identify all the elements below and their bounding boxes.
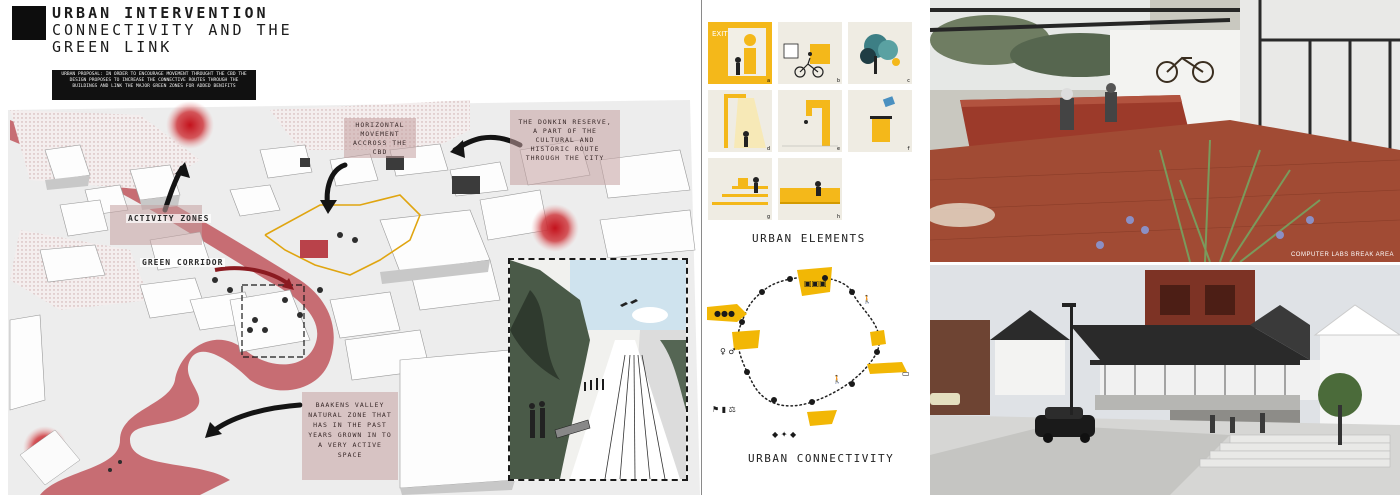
streetlight-icon	[724, 94, 766, 148]
building-exterior-render	[930, 265, 1400, 495]
baakens-valley-note: BAAKENS VALLEY NATURAL ZONE THAT HAS IN …	[302, 392, 398, 480]
walkway-sketch-illustration	[510, 260, 686, 479]
urban-element-tile: h	[778, 158, 842, 220]
tile-letter: f	[906, 146, 910, 152]
urban-connectivity-diagram: ●●● ▣▣▣ ♀ ♂ ▭ ◆ ✦ ◆ ⚑ ▮ ⚖ 🚶 🚶	[707, 267, 910, 439]
urban-element-tile: d	[708, 90, 772, 152]
svg-text:◆ ✦ ◆: ◆ ✦ ◆	[772, 430, 797, 439]
urban-element-tile: g	[708, 158, 772, 220]
building-exterior-render-image	[930, 265, 1400, 495]
horizontal-movement-note: HORIZONTAL MOVEMENT ACCROSS THE CBD	[344, 118, 416, 158]
tile-letter: e	[836, 146, 840, 152]
urban-element-tile: b	[778, 22, 842, 84]
activity-zones-note-bg	[110, 205, 202, 245]
activity-hotspot	[531, 204, 579, 252]
bicycle-icon	[783, 43, 830, 78]
urban-map-illustration	[8, 100, 700, 495]
urban-element-tile: e	[778, 90, 842, 152]
tile-letter: a	[766, 78, 770, 84]
render-caption: COMPUTER LABS BREAK AREA	[1290, 252, 1394, 258]
tile-letter: g	[766, 214, 770, 220]
svg-text:♀ ♂: ♀ ♂	[720, 347, 736, 356]
urban-element-tile: f	[848, 90, 912, 152]
tile-letter: c	[906, 78, 910, 84]
bench-icon	[780, 181, 840, 204]
title-line-2: CONNECTIVITY AND THE	[52, 21, 293, 39]
svg-text:▣▣▣: ▣▣▣	[804, 279, 827, 288]
activity-hotspot	[166, 101, 214, 149]
break-area-render-image	[930, 0, 1400, 262]
break-area-render: COMPUTER LABS BREAK AREA	[930, 0, 1400, 262]
svg-text:🚶: 🚶	[832, 374, 842, 384]
urban-elements-heading: URBAN ELEMENTS	[752, 232, 866, 245]
urban-element-tile: c	[848, 22, 912, 84]
green-link-inset-sketch	[508, 258, 688, 481]
svg-text:🚶: 🚶	[862, 294, 872, 304]
svg-text:●●●: ●●●	[714, 309, 735, 318]
urban-proposal-text: URBAN PROPOSAL: IN ORDER TO ENCOURAGE MO…	[52, 70, 256, 100]
urban-element-tile: EXIT a	[708, 22, 772, 84]
tree-icon	[860, 34, 900, 74]
tile-letter: h	[836, 214, 840, 220]
tile-letter: b	[836, 78, 840, 84]
tile-letter: d	[766, 146, 770, 152]
panel-divider	[701, 0, 702, 495]
exit-icon: EXIT	[708, 22, 772, 84]
svg-text:▭: ▭	[902, 369, 910, 378]
svg-text:⚑ ▮ ⚖: ⚑ ▮ ⚖	[712, 405, 736, 414]
tap-icon	[782, 100, 838, 147]
title-line-1: URBAN INTERVENTION	[52, 4, 269, 22]
svg-text:EXIT: EXIT	[712, 30, 728, 38]
page-title: URBAN INTERVENTION CONNECTIVITY AND THE …	[52, 5, 293, 56]
green-corridor-label: GREEN CORRIDOR	[140, 258, 226, 267]
title-line-3: GREEN LINK	[52, 38, 173, 56]
steps-icon	[712, 177, 768, 205]
urban-intervention-panel: URBAN INTERVENTION CONNECTIVITY AND THE …	[8, 4, 700, 495]
urban-connectivity-heading: URBAN CONNECTIVITY	[748, 452, 895, 465]
title-block-square	[12, 6, 46, 40]
activity-zones-label: ACTIVITY ZONES	[126, 214, 212, 223]
urban-elements-panel: EXIT a b c	[702, 0, 928, 495]
donkin-reserve-note: THE DONKIN RESERVE, A PART OF THE CULTUR…	[510, 110, 620, 185]
bin-icon	[870, 96, 896, 142]
